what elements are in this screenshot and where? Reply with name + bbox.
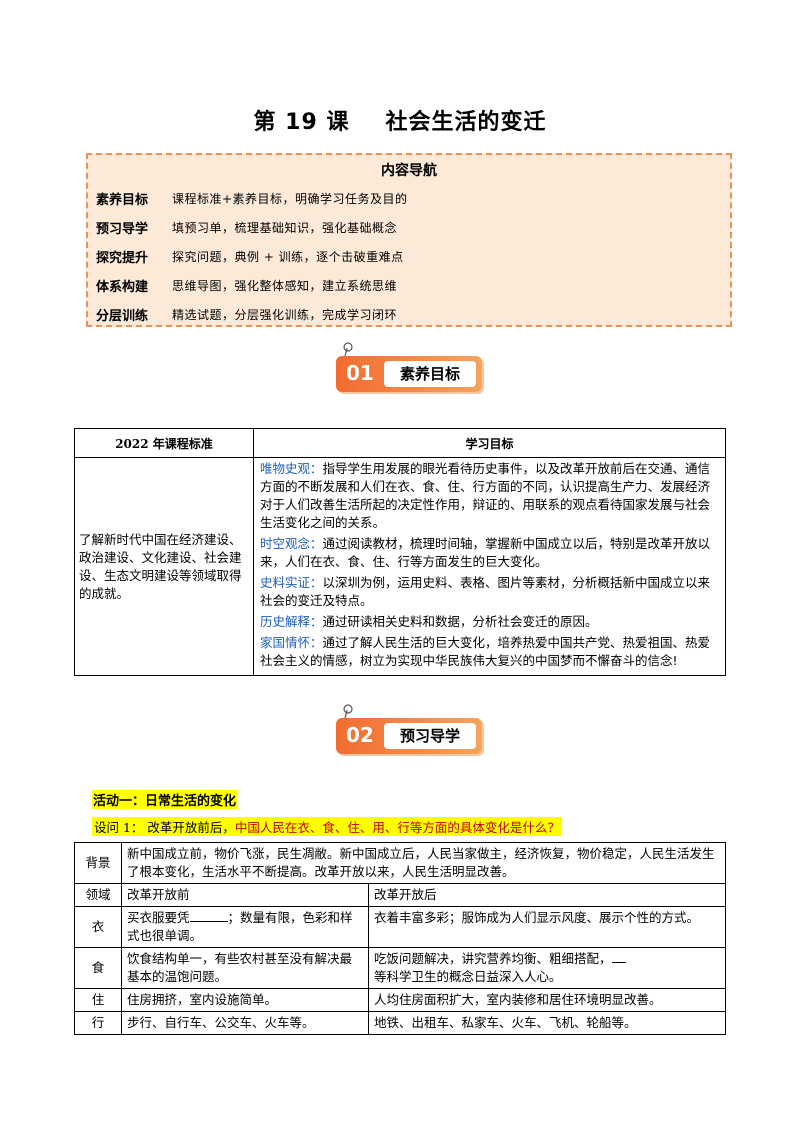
fill-blank-input[interactable] xyxy=(611,950,626,963)
goal-text: 通过阅读教材，梳理时间轴，掌握新中国成立以后，特别是改革开放以来，人们在衣、食、… xyxy=(260,536,711,569)
question-highlight: 中国人民在衣、食、住、用、行等方面的具体变化是什么？ xyxy=(234,820,560,835)
table-header-row: 领域 改革开放前 改革开放后 xyxy=(74,883,726,907)
banner-number: 01 xyxy=(346,361,374,385)
banner-label: 素养目标 xyxy=(384,361,476,387)
nav-key: 体系构建 xyxy=(96,280,149,295)
nav-key: 预习导学 xyxy=(96,222,149,237)
section-banner-02: 02 预习导学 xyxy=(336,704,486,756)
column-header: 2022 年课程标准 xyxy=(74,428,254,458)
background-text: 新中国成立前，物价飞涨，民生凋敝。新中国成立后，人民当家做主，经济恢复，物价稳定… xyxy=(121,842,726,884)
cell-after: 吃饭问题解决，讲究营养均衡、粗细搭配， 等科学卫生的概念日益深入人心。 xyxy=(368,947,726,989)
question-1: 设问 1： 改革开放前后，中国人民在衣、食、住、用、行等方面的具体变化是什么？ xyxy=(92,817,562,836)
goal-item: 家国情怀：通过了解人民生活的巨大变化，培养热爱中国共产党、热爱祖国、热爱社会主义… xyxy=(260,634,719,670)
curriculum-standard: 了解新时代中国在经济建设、政治建设、文化建设、社会建设、生态文明建设等领域取得的… xyxy=(74,457,254,676)
cell-before: 步行、自行车、公交车、火车等。 xyxy=(121,1011,369,1035)
nav-row: 体系构建 思维导图，强化整体感知，建立系统思维 xyxy=(88,271,730,300)
cell-after: 人均住房面积扩大，室内装修和居住环境明显改善。 xyxy=(368,988,726,1012)
cell-after: 衣着丰富多彩；服饰成为人们显示风度、展示个性的方式。 xyxy=(368,906,726,948)
goal-key: 家国情怀： xyxy=(260,635,323,650)
learning-goals-table: 2022 年课程标准 学习目标 了解新时代中国在经济建设、政治建设、文化建设、社… xyxy=(74,428,726,676)
row-key: 行 xyxy=(74,1011,122,1035)
goal-key: 时空观念： xyxy=(260,536,323,551)
goal-text: 通过研读相关史料和数据，分析社会变迁的原因。 xyxy=(322,614,598,629)
row-key: 衣 xyxy=(74,906,122,948)
banner-number: 02 xyxy=(346,723,374,747)
nav-row: 素养目标 课程标准+素养目标，明确学习任务及目的 xyxy=(88,184,730,213)
cell-before: 买衣服要凭；数量有限，色彩和样式也很单调。 xyxy=(121,906,369,948)
row-key: 背景 xyxy=(74,842,122,884)
life-changes-table: 背景 新中国成立前，物价飞涨，民生凋敝。新中国成立后，人民当家做主，经济恢复，物… xyxy=(74,842,726,1035)
nav-key: 素养目标 xyxy=(96,193,149,208)
goal-list: 唯物史观：指导学生用发展的眼光看待历史事件，以及改革开放前后在交通、通信方面的不… xyxy=(253,457,726,676)
cell-after: 地铁、出租车、私家车、火车、飞机、轮船等。 xyxy=(368,1011,726,1035)
table-row: 了解新时代中国在经济建设、政治建设、文化建设、社会建设、生态文明建设等领域取得的… xyxy=(74,457,726,676)
table-row: 行 步行、自行车、公交车、火车等。 地铁、出租车、私家车、火车、飞机、轮船等。 xyxy=(74,1011,726,1035)
nav-heading: 内容导航 xyxy=(381,163,437,179)
fill-blank-input[interactable] xyxy=(189,909,228,922)
page-title: 第 19 课 社会生活的变迁 xyxy=(0,104,800,136)
nav-value: 精选试题，分层强化训练，完成学习闭环 xyxy=(172,308,398,322)
table-row: 背景 新中国成立前，物价飞涨，民生凋敝。新中国成立后，人民当家做主，经济恢复，物… xyxy=(74,842,726,884)
question-prefix: 设问 1： 改革开放前后， xyxy=(94,820,235,835)
goal-item: 唯物史观：指导学生用发展的眼光看待历史事件，以及改革开放前后在交通、通信方面的不… xyxy=(260,460,719,532)
row-key: 食 xyxy=(74,947,122,989)
goal-item: 时空观念：通过阅读教材，梳理时间轴，掌握新中国成立以后，特别是改革开放以来，人们… xyxy=(260,535,719,571)
goal-item: 历史解释：通过研读相关史料和数据，分析社会变迁的原因。 xyxy=(260,613,719,631)
column-header: 改革开放后 xyxy=(368,883,726,907)
goal-text: 指导学生用发展的眼光看待历史事件，以及改革开放前后在交通、通信方面的不断发展和人… xyxy=(260,461,711,530)
nav-key: 探究提升 xyxy=(96,251,149,266)
lesson-number: 第 19 课 xyxy=(253,110,350,135)
activity-title: 活动一：日常生活的变化 xyxy=(92,790,238,809)
cell-text: 买衣服要凭 xyxy=(127,910,190,925)
table-row: 食 饮食结构单一，有些农村甚至没有解决最基本的温饱问题。 吃饭问题解决，讲究营养… xyxy=(74,947,726,989)
cell-text: 等科学卫生的概念日益深入人心。 xyxy=(374,969,562,984)
goal-key: 唯物史观： xyxy=(260,461,323,476)
row-key: 领域 xyxy=(74,883,122,907)
cell-before: 住房拥挤，室内设施简单。 xyxy=(121,988,369,1012)
nav-row: 预习导学 填预习单，梳理基础知识，强化基础概念 xyxy=(88,213,730,242)
lesson-topic: 社会生活的变迁 xyxy=(385,110,547,135)
nav-value: 探究问题，典例 + 训练，逐个击破重难点 xyxy=(172,250,404,264)
goal-text: 通过了解人民生活的巨大变化，培养热爱中国共产党、热爱祖国、热爱社会主义的情感，树… xyxy=(260,635,711,668)
table-row: 衣 买衣服要凭；数量有限，色彩和样式也很单调。 衣着丰富多彩；服饰成为人们显示风… xyxy=(74,906,726,948)
nav-row: 分层训练 精选试题，分层强化训练，完成学习闭环 xyxy=(88,300,730,329)
goal-key: 历史解释： xyxy=(260,614,323,629)
goal-text: 以深圳为例，运用史料、表格、图片等素材，分析概括新中国成立以来社会的变迁及特点。 xyxy=(260,575,711,608)
row-key: 住 xyxy=(74,988,122,1012)
nav-value: 课程标准+素养目标，明确学习任务及目的 xyxy=(172,192,408,206)
table-header-row: 2022 年课程标准 学习目标 xyxy=(74,428,726,458)
cell-before: 饮食结构单一，有些农村甚至没有解决最基本的温饱问题。 xyxy=(121,947,369,989)
nav-row: 探究提升 探究问题，典例 + 训练，逐个击破重难点 xyxy=(88,242,730,271)
goal-key: 史料实证： xyxy=(260,575,323,590)
section-banner-01: 01 素养目标 xyxy=(336,342,486,394)
nav-value: 思维导图，强化整体感知，建立系统思维 xyxy=(172,279,398,293)
goal-item: 史料实证：以深圳为例，运用史料、表格、图片等素材，分析概括新中国成立以来社会的变… xyxy=(260,574,719,610)
nav-key: 分层训练 xyxy=(96,309,149,324)
content-navigation-box: 内容导航 素养目标 课程标准+素养目标，明确学习任务及目的 预习导学 填预习单，梳理… xyxy=(86,153,732,327)
banner-label: 预习导学 xyxy=(384,723,476,749)
cell-text: 吃饭问题解决，讲究营养均衡、粗细搭配， xyxy=(374,951,612,966)
column-header: 改革开放前 xyxy=(121,883,369,907)
column-header: 学习目标 xyxy=(253,428,726,458)
nav-value: 填预习单，梳理基础知识，强化基础概念 xyxy=(172,221,398,235)
cell-text: ；数量有限，色彩和样式也很单调。 xyxy=(127,910,353,943)
table-row: 住 住房拥挤，室内设施简单。 人均住房面积扩大，室内装修和居住环境明显改善。 xyxy=(74,988,726,1012)
